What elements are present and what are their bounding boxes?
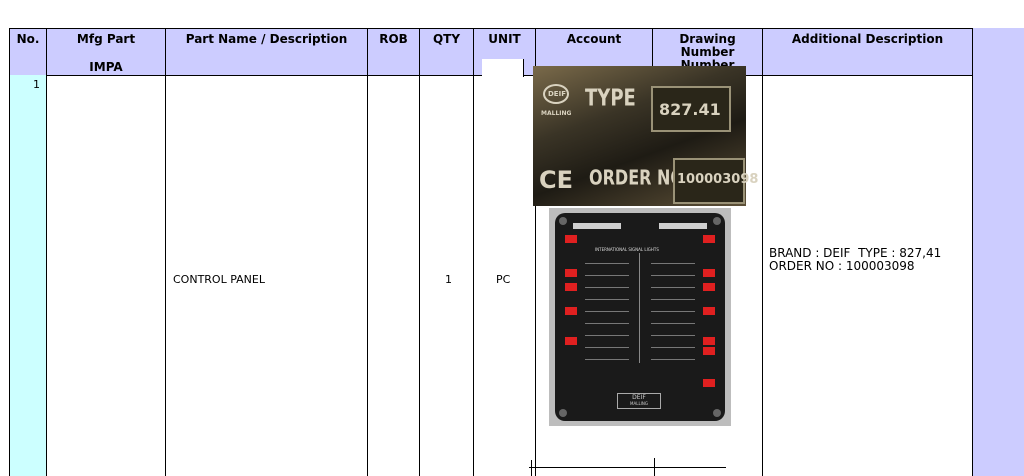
indicator-light-icon xyxy=(703,347,715,355)
corner-screw-icon xyxy=(559,217,567,225)
table-row: 1 CONTROL PANEL 1 PC BRAND : DEIF TYPE :… xyxy=(9,75,973,476)
panel-center-line xyxy=(639,253,640,363)
deif-logo-icon: DEIF xyxy=(543,84,569,104)
panel-top-label-left xyxy=(573,223,621,229)
indicator-light-icon xyxy=(565,337,577,345)
nameplate-order-box: 100003098 xyxy=(673,158,758,204)
header-mfg-part: Mfg Part IMPA xyxy=(46,28,166,76)
row-unit: PC xyxy=(496,273,511,286)
header-unit-notch xyxy=(482,59,524,77)
indicator-light-icon xyxy=(565,283,577,291)
panel-brand-sub: MALLING xyxy=(630,401,648,406)
bottom-connector-tick-mid xyxy=(654,458,655,476)
nameplate-brand-sub: MALLING xyxy=(541,110,572,117)
ce-mark-icon: CE xyxy=(539,166,574,194)
row-additional-divider xyxy=(762,75,763,476)
row-no-cell: 1 xyxy=(9,75,47,476)
right-filler-panel xyxy=(973,28,1024,476)
header-no: No. xyxy=(9,28,47,76)
header-additional-description: Additional Description xyxy=(762,28,973,76)
indicator-light-icon xyxy=(703,307,715,315)
control-panel-body: INTERNATIONAL SIGNAL LIGHTS DEIF MALLING xyxy=(555,213,725,421)
row-number: 1 xyxy=(33,78,40,91)
nameplate-order-label: ORDER NO xyxy=(589,165,685,190)
nameplate-type-box: 827.41 xyxy=(651,86,731,132)
row-account-divider xyxy=(535,75,536,476)
row-qty: 1 xyxy=(445,273,452,286)
bottom-connector-tick-left xyxy=(531,460,532,476)
header-rob: ROB xyxy=(367,28,420,76)
row-part-name-cell xyxy=(367,75,368,476)
nameplate-type-label: TYPE xyxy=(585,84,636,113)
row-right-border xyxy=(972,75,973,476)
row-part-name: CONTROL PANEL xyxy=(173,273,265,286)
indicator-light-icon xyxy=(703,283,715,291)
row-qty-divider xyxy=(473,75,474,476)
indicator-light-icon xyxy=(565,269,577,277)
indicator-light-icon xyxy=(703,269,715,277)
indicator-light-icon xyxy=(565,307,577,315)
indicator-light-icon xyxy=(565,235,577,243)
panel-brand-logo: DEIF xyxy=(632,394,646,401)
indicator-light-icon xyxy=(703,337,715,345)
panel-label-rows-right xyxy=(651,263,695,363)
header-unit: UNIT xyxy=(473,28,536,77)
panel-bottom-box: DEIF MALLING xyxy=(617,393,661,409)
indicator-light-icon xyxy=(703,235,715,243)
header-qty: QTY xyxy=(419,28,474,76)
panel-top-label-right xyxy=(659,223,707,229)
header-part-name: Part Name / Description xyxy=(165,28,368,76)
corner-screw-icon xyxy=(713,409,721,417)
control-panel-photo: INTERNATIONAL SIGNAL LIGHTS DEIF MALLING xyxy=(549,208,731,426)
corner-screw-icon xyxy=(559,409,567,417)
corner-screw-icon xyxy=(713,217,721,225)
table-header-row: No. Mfg Part IMPA Part Name / Descriptio… xyxy=(9,28,973,77)
header-impa: IMPA xyxy=(89,60,123,74)
row-rob-divider xyxy=(419,75,420,476)
row-additional-description: BRAND : DEIF TYPE : 827,41 ORDER NO : 10… xyxy=(769,246,987,273)
nameplate-photo: DEIF MALLING TYPE 827.41 CE ORDER NO 100… xyxy=(533,66,758,206)
panel-label-rows-left xyxy=(585,263,629,363)
bottom-connector-line xyxy=(529,467,726,468)
row-mfg-part-cell xyxy=(165,75,166,476)
indicator-light-icon xyxy=(703,379,715,387)
panel-title: INTERNATIONAL SIGNAL LIGHTS xyxy=(595,247,659,252)
